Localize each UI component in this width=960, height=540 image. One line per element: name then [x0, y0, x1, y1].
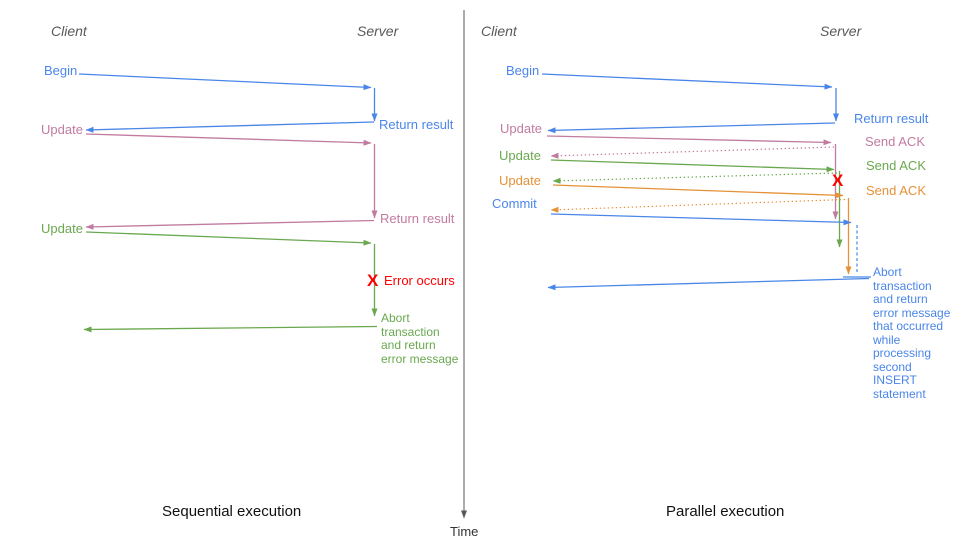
- right-abort-message: Abort transaction and return error messa…: [873, 265, 951, 401]
- right-send-ack-3-label: Send ACK: [866, 183, 926, 198]
- left-error-occurs-label: Error occurs: [384, 273, 455, 288]
- left-begin-flow: [78, 73, 378, 133]
- left-server-header: Server: [357, 23, 399, 39]
- right-panel-title: Parallel execution: [666, 503, 785, 520]
- left-begin-label: Begin: [44, 63, 78, 78]
- right-commit-flow: [547, 213, 871, 291]
- right-send-ack-2-label: Send ACK: [866, 158, 926, 173]
- left-return-result-1-label: Return result: [379, 117, 454, 132]
- right-begin-label: Begin: [506, 63, 540, 78]
- right-update2-flow: [550, 159, 843, 248]
- right-update-2-label: Update: [499, 148, 541, 163]
- left-client-header: Client: [51, 23, 87, 39]
- right-send-ack-1-label: Send ACK: [865, 134, 925, 149]
- left-abort-message: Abort transaction and return error messa…: [381, 311, 459, 366]
- right-server-header: Server: [820, 23, 862, 39]
- left-update2-flow: [83, 231, 378, 333]
- right-update1-flow: [546, 135, 839, 220]
- left-update-2-label: Update: [41, 221, 83, 236]
- left-panel-title: Sequential execution: [162, 503, 302, 520]
- left-update-1-label: Update: [41, 122, 83, 137]
- time-axis-label: Time: [450, 524, 479, 539]
- left-error-x-icon: X: [367, 271, 379, 290]
- right-return-result-label: Return result: [854, 111, 929, 126]
- right-error-x-icon: X: [832, 171, 844, 190]
- left-update1-flow: [85, 133, 378, 230]
- left-return-result-2-label: Return result: [380, 211, 455, 226]
- right-update-1-label: Update: [500, 121, 542, 136]
- right-begin-flow: [541, 73, 839, 134]
- right-commit-label: Commit: [492, 196, 537, 211]
- right-client-header: Client: [481, 23, 517, 39]
- right-update3-flow: [550, 184, 852, 275]
- right-update-3-label: Update: [499, 173, 541, 188]
